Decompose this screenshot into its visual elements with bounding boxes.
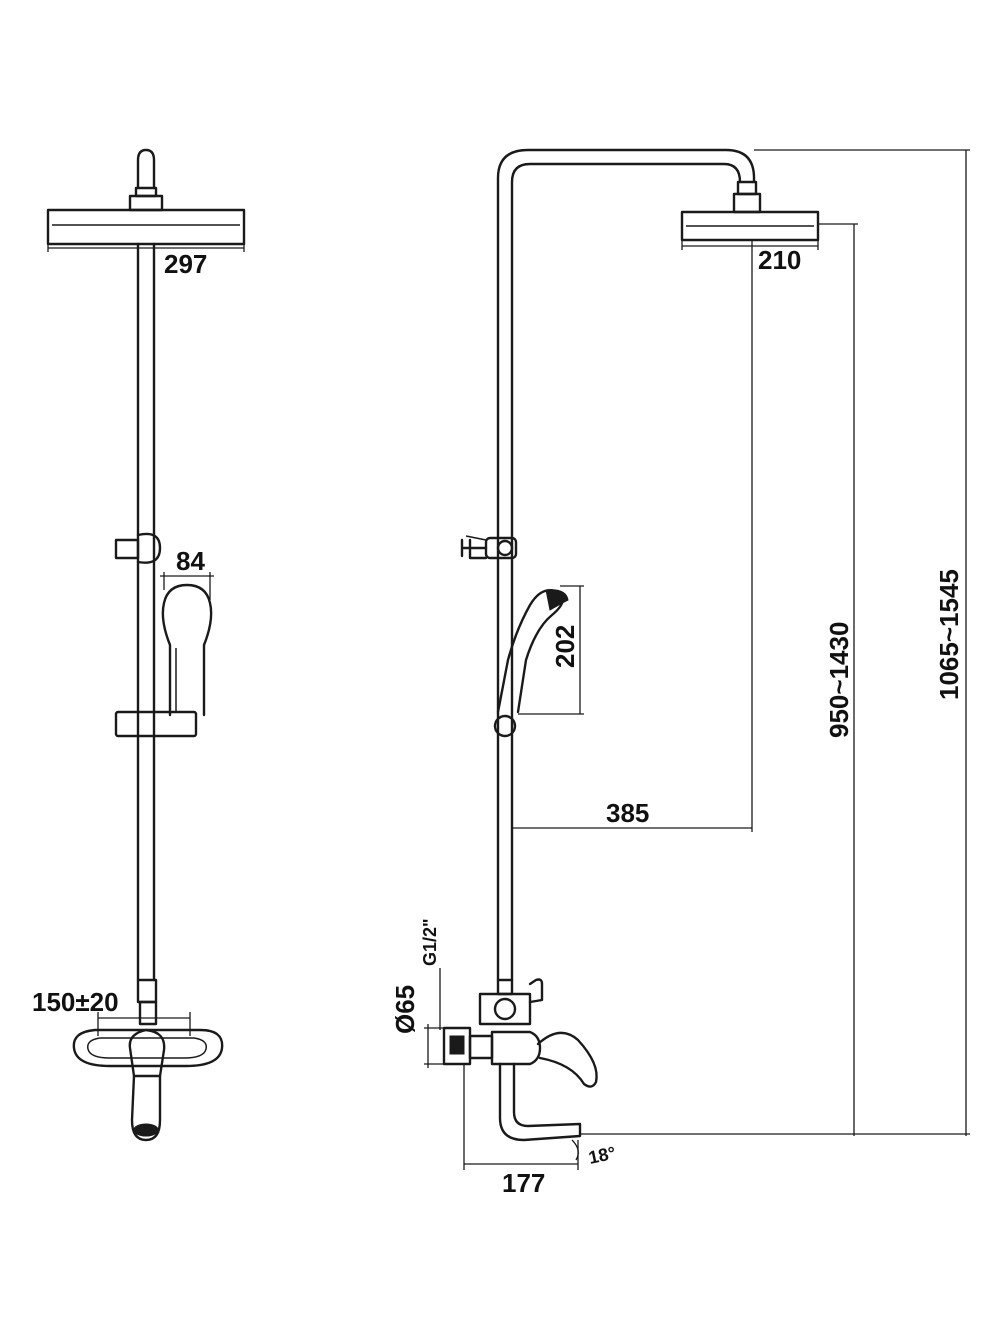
side-holder-ball xyxy=(493,714,517,738)
front-spout-outlet xyxy=(133,1123,159,1137)
side-riser-arm-inner xyxy=(510,162,742,982)
dim-18-arc xyxy=(571,1139,579,1161)
front-hand-shower xyxy=(161,583,213,717)
side-diverter-hub xyxy=(493,997,517,1021)
front-rain-head xyxy=(46,208,246,246)
dim-177-label: 177 xyxy=(502,1168,545,1198)
front-slider-bracket xyxy=(136,532,162,564)
dim-65-label: Ø65 xyxy=(390,985,420,1034)
dim-18-label: 18° xyxy=(587,1143,618,1168)
side-inlet-pipe xyxy=(468,1034,494,1060)
side-head-nut xyxy=(736,180,758,196)
side-view: 210 202 385 950~1430 1065~1545 Ø65 G1/2"… xyxy=(390,148,970,1198)
side-slider-arm xyxy=(465,535,487,541)
side-mixer-body xyxy=(490,1030,542,1066)
front-view: 297 84 150±20 xyxy=(32,148,246,1142)
front-slider-knob xyxy=(114,538,140,560)
front-riser-cap xyxy=(136,148,156,190)
dim-297-label: 297 xyxy=(164,249,207,279)
side-mixer-lever xyxy=(536,1031,598,1088)
dim-385-label: 385 xyxy=(606,798,649,828)
dim-84-label: 84 xyxy=(176,546,205,576)
front-head-neck xyxy=(128,194,164,212)
side-hand-shower-face xyxy=(545,589,569,611)
side-riser-joint xyxy=(496,978,514,996)
side-diverter xyxy=(478,992,532,1026)
front-riser-joint xyxy=(136,978,158,1004)
front-mixer-lever xyxy=(128,1028,166,1078)
side-flange-thread xyxy=(449,1035,465,1055)
side-riser-arm-outer xyxy=(496,148,756,982)
dim-150-label: 150±20 xyxy=(32,987,119,1017)
side-slider-knob xyxy=(496,539,514,557)
side-rain-head xyxy=(680,210,820,242)
side-slider-clamp xyxy=(460,538,488,560)
dim-g12-label: G1/2" xyxy=(420,918,440,966)
dim-1065-label: 1065~1545 xyxy=(934,569,964,700)
side-spout xyxy=(498,1062,582,1142)
dim-210-label: 210 xyxy=(758,245,801,275)
dim-950-label: 950~1430 xyxy=(824,622,854,738)
dim-202-label: 202 xyxy=(550,625,580,668)
front-mixer-inner xyxy=(87,1037,207,1059)
front-mixer-body xyxy=(72,1028,224,1068)
front-spout xyxy=(130,1074,162,1142)
side-head-neck xyxy=(732,192,762,214)
front-diverter-body xyxy=(138,1000,158,1026)
front-hand-shower-holder xyxy=(114,710,198,738)
side-diverter-knob xyxy=(528,978,544,1004)
